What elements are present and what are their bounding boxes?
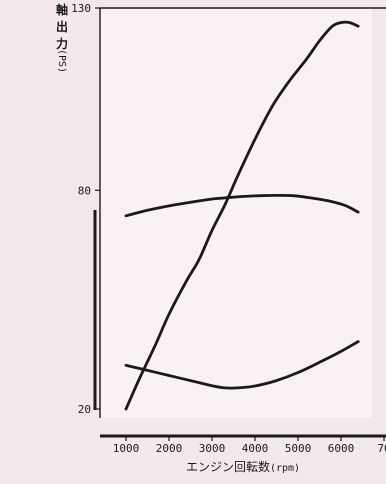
y-tick-label: 20 (78, 403, 91, 416)
x-axis-label: エンジン回転数(rpm) (186, 459, 300, 474)
x-tick-label: 2000 (156, 442, 183, 455)
y-tick-label: 130 (71, 2, 91, 15)
x-tick-label: 5000 (285, 442, 312, 455)
x-axis-label-unit: (rpm) (270, 463, 300, 474)
x-tick-label: 3000 (199, 442, 226, 455)
x-axis-label-main: エンジン回転数 (186, 459, 270, 474)
series-line-1 (124, 20, 360, 411)
y-axis-label-char: 出 (56, 19, 68, 34)
series-line-3 (124, 340, 360, 390)
y-axis-label-unit: (PS) (56, 49, 67, 73)
plot-area (100, 8, 372, 418)
y-axis-label: 軸出力(PS) (56, 2, 68, 73)
y-tick-label: 80 (78, 184, 91, 197)
x-tick-label: 4000 (242, 442, 269, 455)
series-line-2 (124, 193, 360, 218)
x-tick-label: 1000 (113, 442, 140, 455)
x-tick-label: 6000 (328, 442, 355, 455)
y-axis-label-char: 力 (56, 36, 68, 51)
x-tick-label: 70 (377, 442, 386, 455)
y-axis-label-char: 軸 (56, 2, 68, 17)
